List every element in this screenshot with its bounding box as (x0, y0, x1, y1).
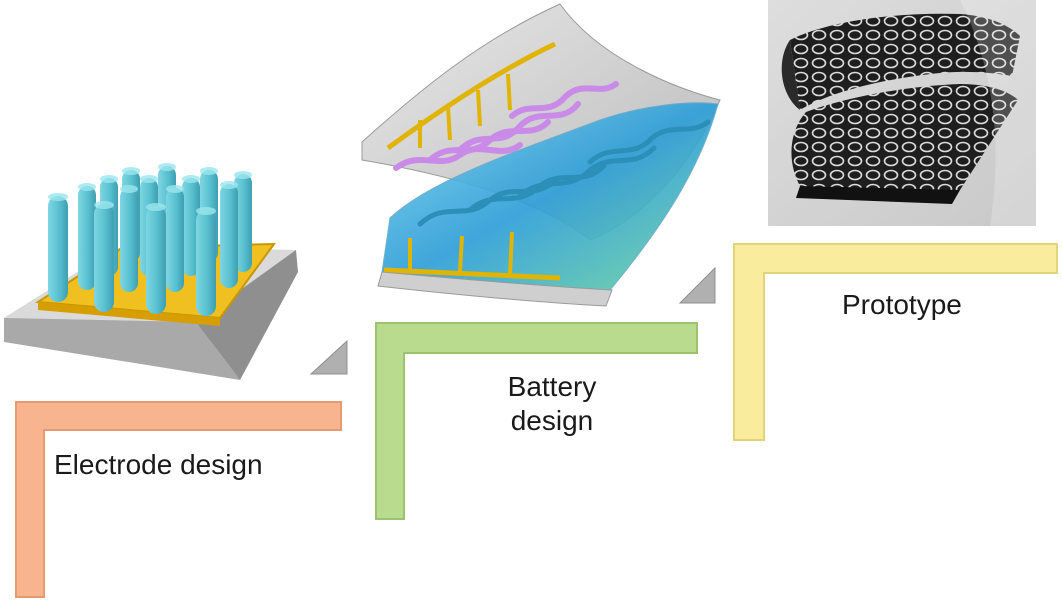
step-arrow-icon (309, 339, 348, 375)
step-arrow-icon (678, 266, 716, 304)
step-bracket-prototype (733, 243, 1058, 441)
step-bracket-battery (375, 322, 698, 520)
prototype-photo (768, 0, 1036, 226)
step-label-battery-design: Battery design (482, 370, 622, 438)
step-bracket-electrode (15, 401, 342, 598)
step-label-electrode-design: Electrode design (54, 449, 263, 480)
battery-illustration (361, 3, 721, 307)
electrode-illustration (4, 163, 298, 380)
step-label-battery-line1: Battery (507, 371, 597, 402)
step-label-prototype: Prototype (842, 289, 962, 320)
step-label-battery-line2: design (510, 405, 594, 436)
